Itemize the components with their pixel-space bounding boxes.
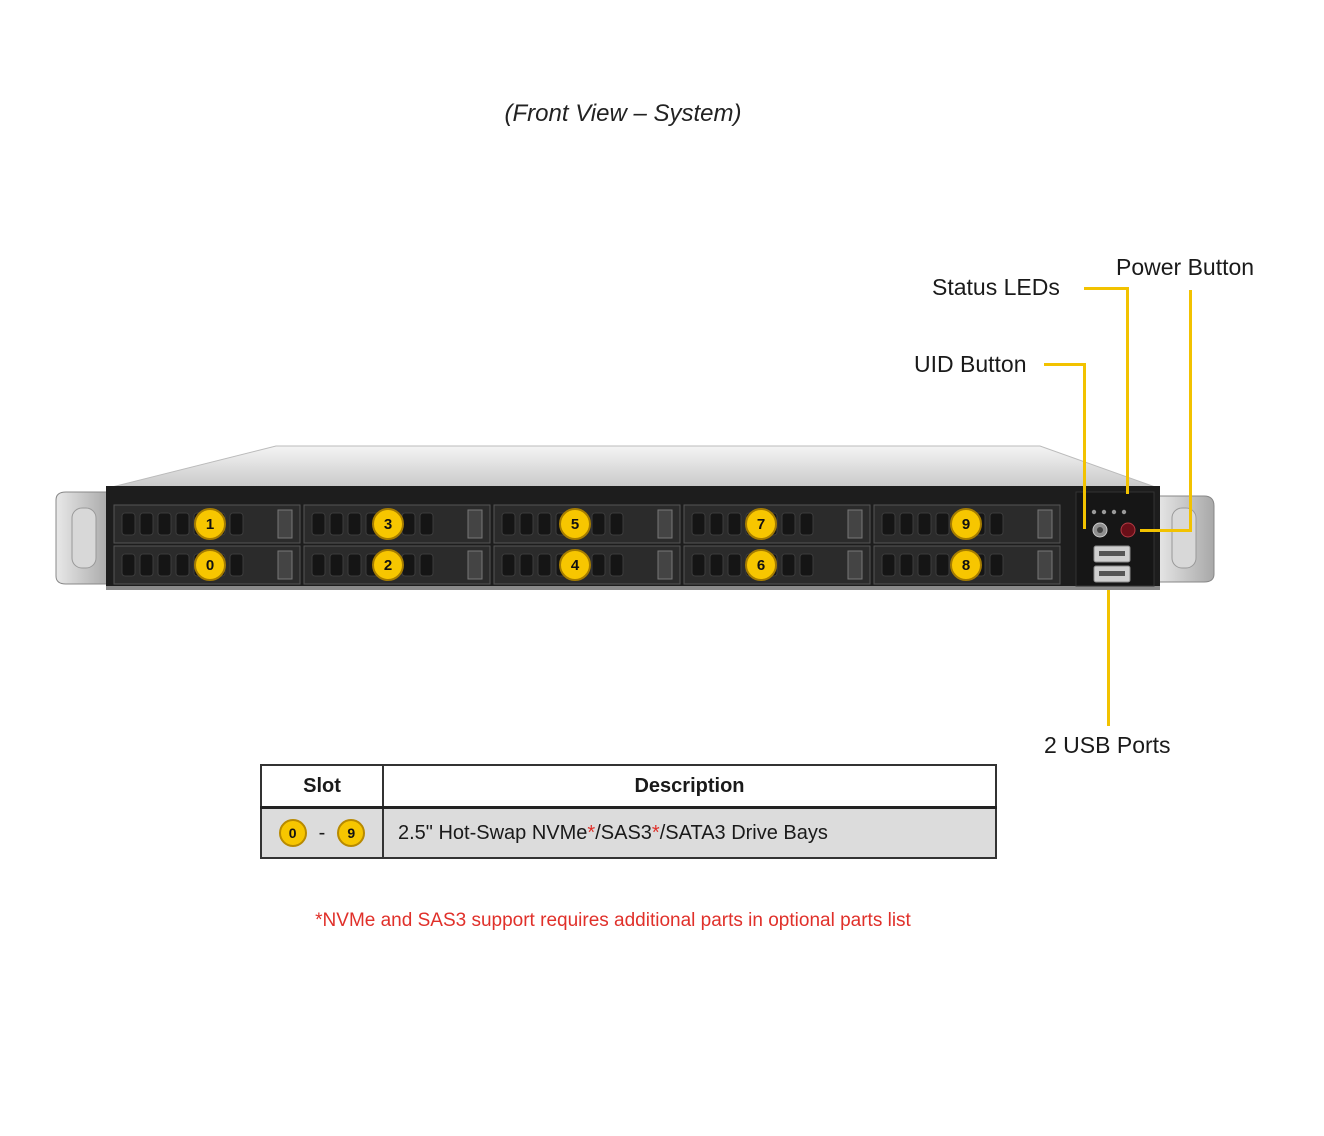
drive-bay-badge-6: 6 [745, 549, 777, 581]
right-rack-ear [1155, 495, 1215, 583]
drive-bay-badge-2: 2 [372, 549, 404, 581]
control-panel [1075, 491, 1155, 587]
uid-button-label: UID Button [914, 351, 1027, 377]
slot-badge-start: 0 [278, 819, 307, 847]
drive-bay-badge-5: 5 [559, 508, 591, 540]
slot-range-cell: 0-9 [261, 807, 384, 858]
slot-description-table: Slot Description 0-9 2.5" Hot-Swap NVMe*… [260, 764, 997, 859]
drive-bay-number: 3 [384, 516, 392, 533]
drive-bay-5[interactable]: 5 [493, 504, 681, 544]
drive-bay-number: 4 [571, 557, 580, 574]
drive-bay-0[interactable]: 0 [113, 545, 301, 585]
drive-bay-9[interactable]: 9 [873, 504, 1061, 544]
drive-bay-1[interactable]: 1 [113, 504, 301, 544]
desc-part-3: /SATA3 Drive Bays [659, 821, 828, 844]
drive-bay-badge-1: 1 [194, 508, 226, 540]
diagram-title: (Front View – System) [504, 100, 742, 127]
asterisk-1: * [587, 821, 596, 844]
drive-bay-8[interactable]: 8 [873, 545, 1061, 585]
uid-button-leader-h [1044, 363, 1086, 366]
drive-bay-number: 2 [384, 557, 392, 574]
power-button[interactable] [1120, 522, 1136, 538]
drive-bay-badge-3: 3 [372, 508, 404, 540]
drive-bay-7[interactable]: 7 [683, 504, 871, 544]
usb-ports-label: 2 USB Ports [1044, 732, 1171, 758]
description-cell: 2.5" Hot-Swap NVMe*/SAS3*/SATA3 Drive Ba… [383, 807, 996, 858]
drive-bay-number: 5 [571, 516, 579, 533]
desc-part-2: /SAS3 [595, 821, 652, 844]
slot-header: Slot [261, 765, 384, 809]
asterisk-2: * [651, 821, 660, 844]
drive-bay-badge-4: 4 [559, 549, 591, 581]
uid-button-leader-v [1083, 363, 1086, 529]
power-button-leader-h [1140, 529, 1192, 532]
description-header: Description [383, 765, 996, 809]
table-header-row: Slot Description [261, 765, 996, 809]
status-leds [1091, 509, 1127, 515]
drive-bay-number: 1 [206, 516, 214, 533]
drive-bay-badge-7: 7 [745, 508, 777, 540]
status-leds-leader-h [1084, 287, 1129, 290]
footnote: *NVMe and SAS3 support requires addition… [315, 910, 911, 931]
slot-badge-end: 9 [337, 819, 366, 847]
table-row: 0-9 2.5" Hot-Swap NVMe*/SAS3*/SATA3 Driv… [261, 807, 996, 858]
usb-ports-leader-v [1107, 590, 1110, 726]
drive-bay-number: 6 [757, 557, 765, 574]
status-leds-leader-v [1126, 287, 1129, 494]
drive-bay-number: 8 [962, 557, 970, 574]
desc-part-1: 2.5" Hot-Swap NVMe [398, 821, 588, 844]
power-button-label: Power Button [1116, 254, 1255, 280]
drive-bay-4[interactable]: 4 [493, 545, 681, 585]
drive-bays: 1 3 5 7 9 0 2 4 6 8 [113, 504, 1061, 585]
slot-range-separator: - [318, 821, 326, 844]
uid-button[interactable] [1092, 522, 1108, 538]
status-leds-label: Status LEDs [932, 274, 1060, 300]
drive-bay-number: 7 [757, 516, 765, 533]
drive-bay-2[interactable]: 2 [303, 545, 491, 585]
drive-bay-3[interactable]: 3 [303, 504, 491, 544]
power-button-leader-v [1189, 290, 1192, 532]
usb-port-2[interactable] [1093, 565, 1131, 583]
drive-bay-badge-0: 0 [194, 549, 226, 581]
drive-bay-6[interactable]: 6 [683, 545, 871, 585]
drive-bay-number: 9 [962, 516, 970, 533]
drive-bay-badge-9: 9 [950, 508, 982, 540]
drive-bay-badge-8: 8 [950, 549, 982, 581]
drive-bay-number: 0 [206, 557, 214, 574]
left-rack-ear [55, 491, 111, 585]
usb-port-1[interactable] [1093, 545, 1131, 563]
